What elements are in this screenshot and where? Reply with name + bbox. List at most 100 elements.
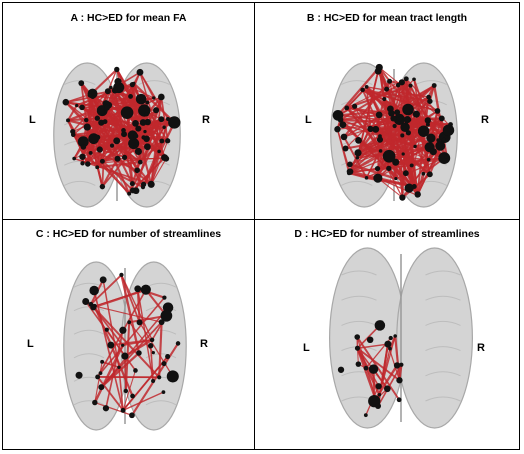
brain-node [375, 383, 382, 390]
connection-edge [133, 82, 176, 124]
brain-node [117, 365, 121, 370]
connection-edge [92, 96, 144, 124]
connection-edge [100, 352, 140, 389]
brain-node [137, 159, 143, 165]
brain-node [128, 137, 140, 150]
brain-node [144, 112, 149, 117]
brain-node [374, 166, 381, 172]
brain-node [162, 295, 167, 300]
brain-node [368, 364, 379, 374]
connection-edge [150, 140, 169, 185]
connection-edge [357, 145, 416, 154]
brain-node [388, 346, 392, 351]
brain-node [136, 319, 143, 326]
edges-group [85, 274, 179, 416]
connection-edge [158, 322, 163, 378]
brain-node [424, 117, 431, 124]
brain-node [378, 149, 383, 153]
brain-node [88, 150, 93, 155]
brain-node [347, 161, 353, 168]
brain-node [161, 361, 167, 367]
connection-edge [340, 118, 445, 159]
brain-node [427, 98, 433, 104]
brain-node [88, 133, 100, 145]
brain-node [102, 119, 108, 125]
panel-c-right-label: R [200, 338, 208, 350]
connection-edge [349, 163, 397, 180]
connection-edge [370, 84, 435, 130]
nodes-group [332, 63, 455, 201]
divider-vertical [254, 2, 255, 450]
gyrus-line [64, 180, 96, 186]
brain-node [372, 125, 380, 133]
brain-node [392, 123, 397, 129]
brain-node [127, 320, 132, 325]
brain-node [401, 152, 405, 156]
connection-edge [90, 303, 160, 378]
brain-node [119, 272, 124, 278]
brain-node [409, 163, 414, 168]
connection-edge [94, 361, 103, 403]
figure-frame [2, 2, 520, 450]
connection-edge [356, 336, 379, 407]
brain-node [384, 340, 392, 348]
connection-edge [377, 164, 412, 170]
brain-node [157, 149, 161, 154]
panel-b-right-label: R [481, 114, 489, 126]
brain-node [135, 125, 142, 132]
panel-a-left-label: L [29, 114, 36, 126]
divider-horizontal [2, 219, 520, 220]
brain-node [426, 157, 431, 162]
brain-node [96, 146, 103, 153]
connection-edge [150, 158, 167, 185]
brain-node [120, 407, 126, 413]
brain-node [136, 350, 142, 356]
brain-node [425, 122, 430, 127]
gyrus-line [73, 282, 105, 288]
brain-node [387, 78, 393, 84]
connection-edge [145, 138, 166, 159]
brain-node [83, 117, 89, 123]
brain-node [438, 115, 445, 122]
brain-node [384, 86, 390, 92]
panel-b-left-label: L [305, 114, 312, 126]
connection-edge [366, 150, 382, 179]
connection-edge [394, 335, 401, 381]
brain-node [104, 327, 109, 332]
brain-node [431, 83, 437, 88]
brain-node [75, 103, 79, 108]
brain-node [114, 78, 122, 86]
connection-edge [407, 110, 438, 134]
brain-node [151, 351, 155, 355]
brain-node [90, 304, 97, 311]
brain-node [398, 79, 405, 86]
brain-node [123, 388, 129, 394]
brain-node [121, 128, 126, 133]
gyrus-line [415, 80, 447, 86]
gyrus-line [341, 270, 377, 276]
panel-d-right-label: R [477, 342, 485, 354]
brain-node [417, 125, 430, 137]
panel-a-brain-network [53, 62, 181, 208]
brain-node [339, 121, 347, 129]
gyrus-line [425, 295, 461, 301]
brain-node [143, 135, 150, 143]
brain-node [157, 93, 165, 101]
connection-edge [96, 376, 124, 411]
connection-edge [413, 78, 429, 121]
panel-a: A : HC>ED for mean FA L R [3, 3, 254, 219]
brain-node [104, 88, 111, 95]
brain-node [121, 343, 125, 347]
brain-node [388, 335, 393, 341]
brain-node [390, 115, 397, 122]
brain-node [80, 144, 87, 150]
brain-node [392, 158, 400, 166]
connection-edge [365, 86, 372, 130]
brain-node [89, 285, 99, 296]
brain-node [98, 108, 105, 116]
brain-node [344, 105, 350, 111]
brain-node [334, 126, 341, 133]
gyrus-line [138, 80, 170, 86]
brain-node [382, 96, 387, 102]
brain-node [109, 85, 113, 90]
